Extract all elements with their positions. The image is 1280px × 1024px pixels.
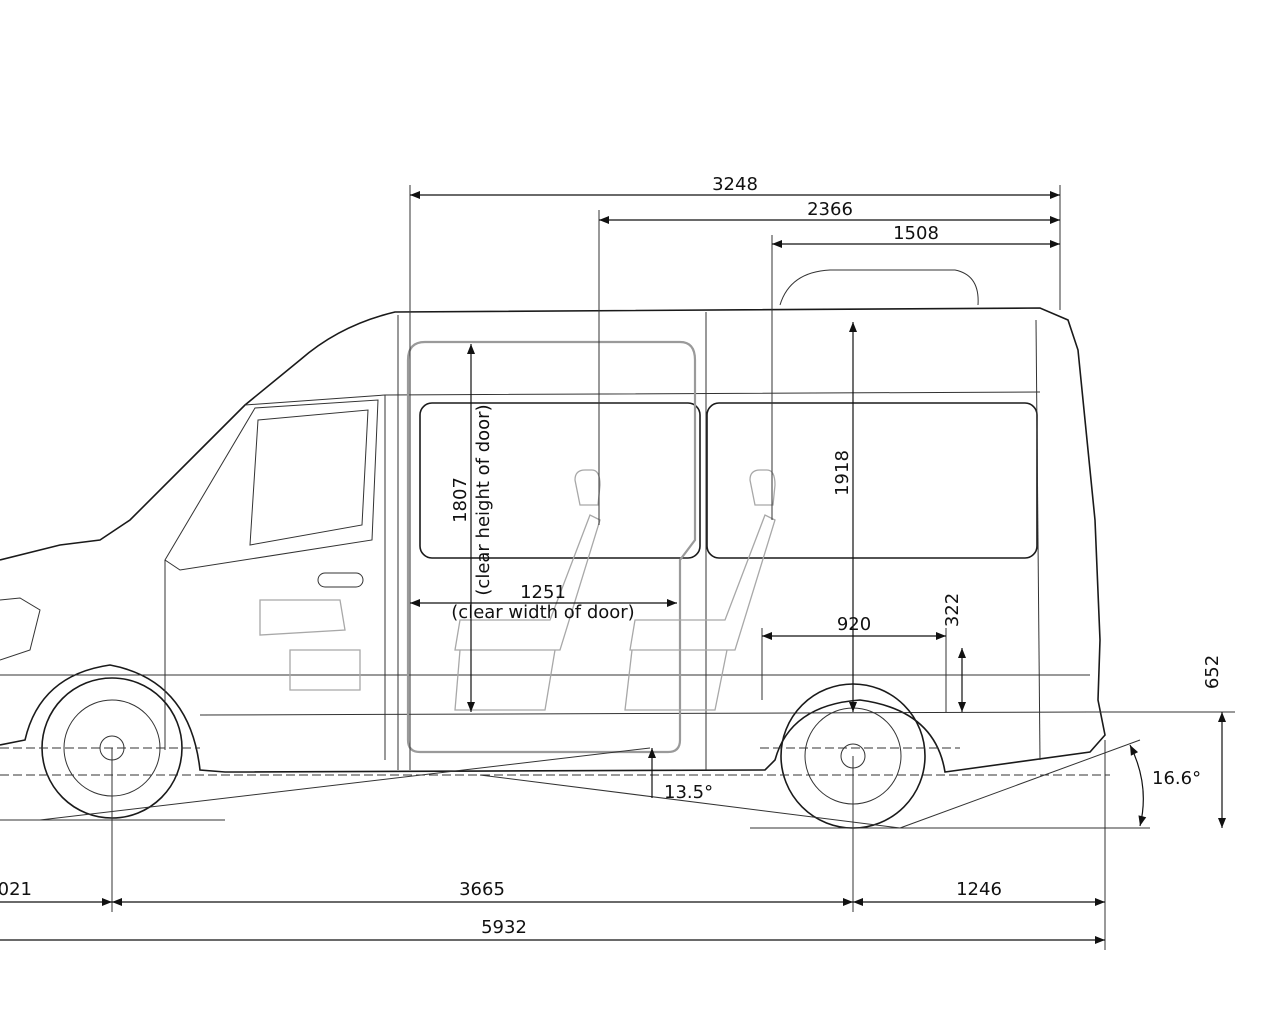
dim-1251-label: 1251 bbox=[520, 582, 566, 603]
dim-3665-label: 3665 bbox=[459, 879, 505, 900]
door-height-note: (clear height of door) bbox=[473, 404, 494, 595]
dim-920-label: 920 bbox=[837, 614, 871, 635]
dim-652-label: 652 bbox=[1202, 655, 1223, 689]
dim-1246-label: 1246 bbox=[956, 879, 1002, 900]
dim-1021-label: 1021 bbox=[0, 879, 32, 900]
extension-lines bbox=[111, 185, 1106, 950]
angle-16-6-label: 16.6° bbox=[1152, 768, 1201, 789]
interior-outline bbox=[259, 340, 776, 754]
dim-1508-label: 1508 bbox=[893, 223, 939, 244]
dim-5932-label: 5932 bbox=[481, 917, 527, 938]
dim-1918-label: 1918 bbox=[832, 450, 853, 496]
van-body bbox=[0, 269, 1106, 773]
door-width-note: (clear width of door) bbox=[451, 602, 634, 623]
dim-1807-label: 1807 bbox=[450, 477, 471, 523]
dim-322-label: 322 bbox=[942, 593, 963, 627]
angle-13-5-label: 13.5° bbox=[664, 782, 713, 803]
dim-2366-label: 2366 bbox=[807, 199, 853, 220]
dim-3248-label: 3248 bbox=[712, 174, 758, 195]
dimension-lines bbox=[0, 191, 1226, 944]
